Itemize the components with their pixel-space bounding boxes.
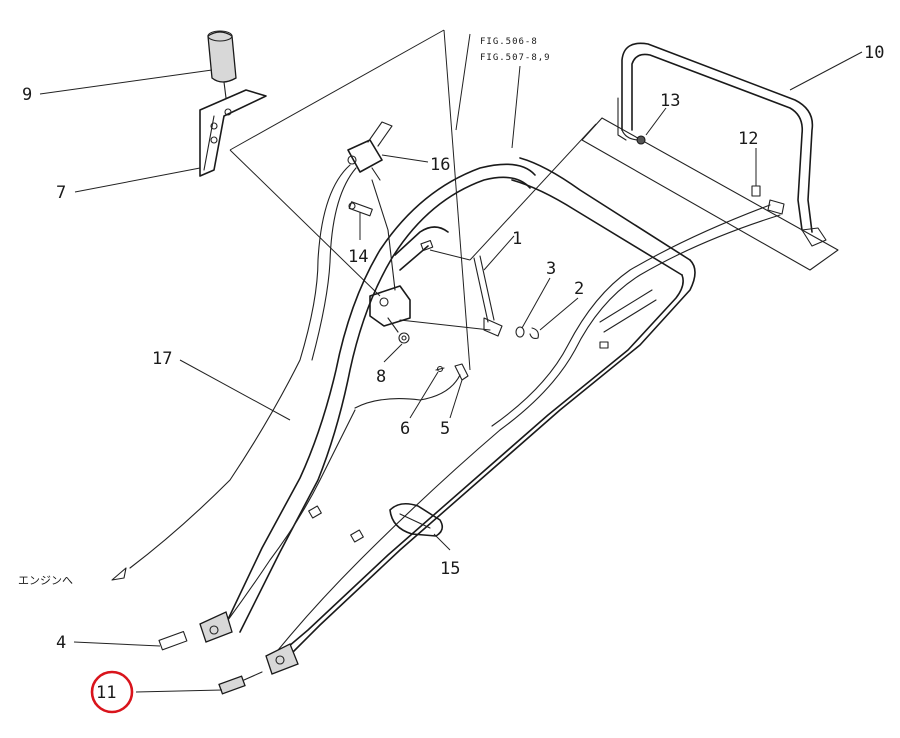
fig-ref-1: FIG.506-8 [480, 37, 538, 47]
cable-end-11 [218, 671, 263, 695]
callout-13: 13 [660, 91, 680, 111]
control-lever-16 [347, 121, 393, 181]
callout-4: 4 [56, 633, 66, 653]
callout-9: 9 [22, 85, 32, 105]
throttle-knob-9 [207, 30, 237, 99]
pin-14 [348, 201, 373, 217]
callout-6: 6 [400, 419, 410, 439]
callout-7: 7 [56, 183, 66, 203]
callout-5: 5 [440, 419, 450, 439]
leader-lines [39, 29, 863, 693]
lever-plate-7 [199, 89, 267, 177]
cable-end-right [265, 643, 299, 675]
screw-6 [435, 365, 445, 373]
spring-5 [454, 363, 469, 381]
callout-14: 14 [348, 247, 368, 267]
cable-bundle [129, 164, 781, 661]
washer-3 [515, 326, 525, 338]
lever-bracket [369, 285, 411, 333]
callout-2: 2 [574, 279, 584, 299]
callout-10: 10 [864, 43, 884, 63]
nut-8 [398, 332, 410, 344]
bail-lever-10 [617, 42, 827, 247]
engine-label: エンジンへ [18, 574, 73, 587]
handle-frame [221, 157, 696, 656]
callout-8: 8 [376, 367, 386, 387]
fig-ref-2: FIG.507-8,9 [480, 53, 551, 63]
nut-13 [636, 135, 646, 145]
callout-1: 1 [512, 229, 522, 249]
plate-panel [581, 117, 839, 271]
callout-12: 12 [738, 129, 758, 149]
cable-end-4 [158, 611, 233, 651]
rod-1 [473, 255, 503, 337]
engine-arrow [111, 567, 127, 581]
callout-11: 11 [96, 683, 116, 703]
highlight-circle [90, 670, 134, 714]
clamp-15 [389, 502, 444, 537]
callout-17: 17 [152, 349, 172, 369]
callout-3: 3 [546, 259, 556, 279]
callout-16: 16 [430, 155, 450, 175]
clip-2 [529, 327, 539, 340]
callout-15: 15 [440, 559, 460, 579]
